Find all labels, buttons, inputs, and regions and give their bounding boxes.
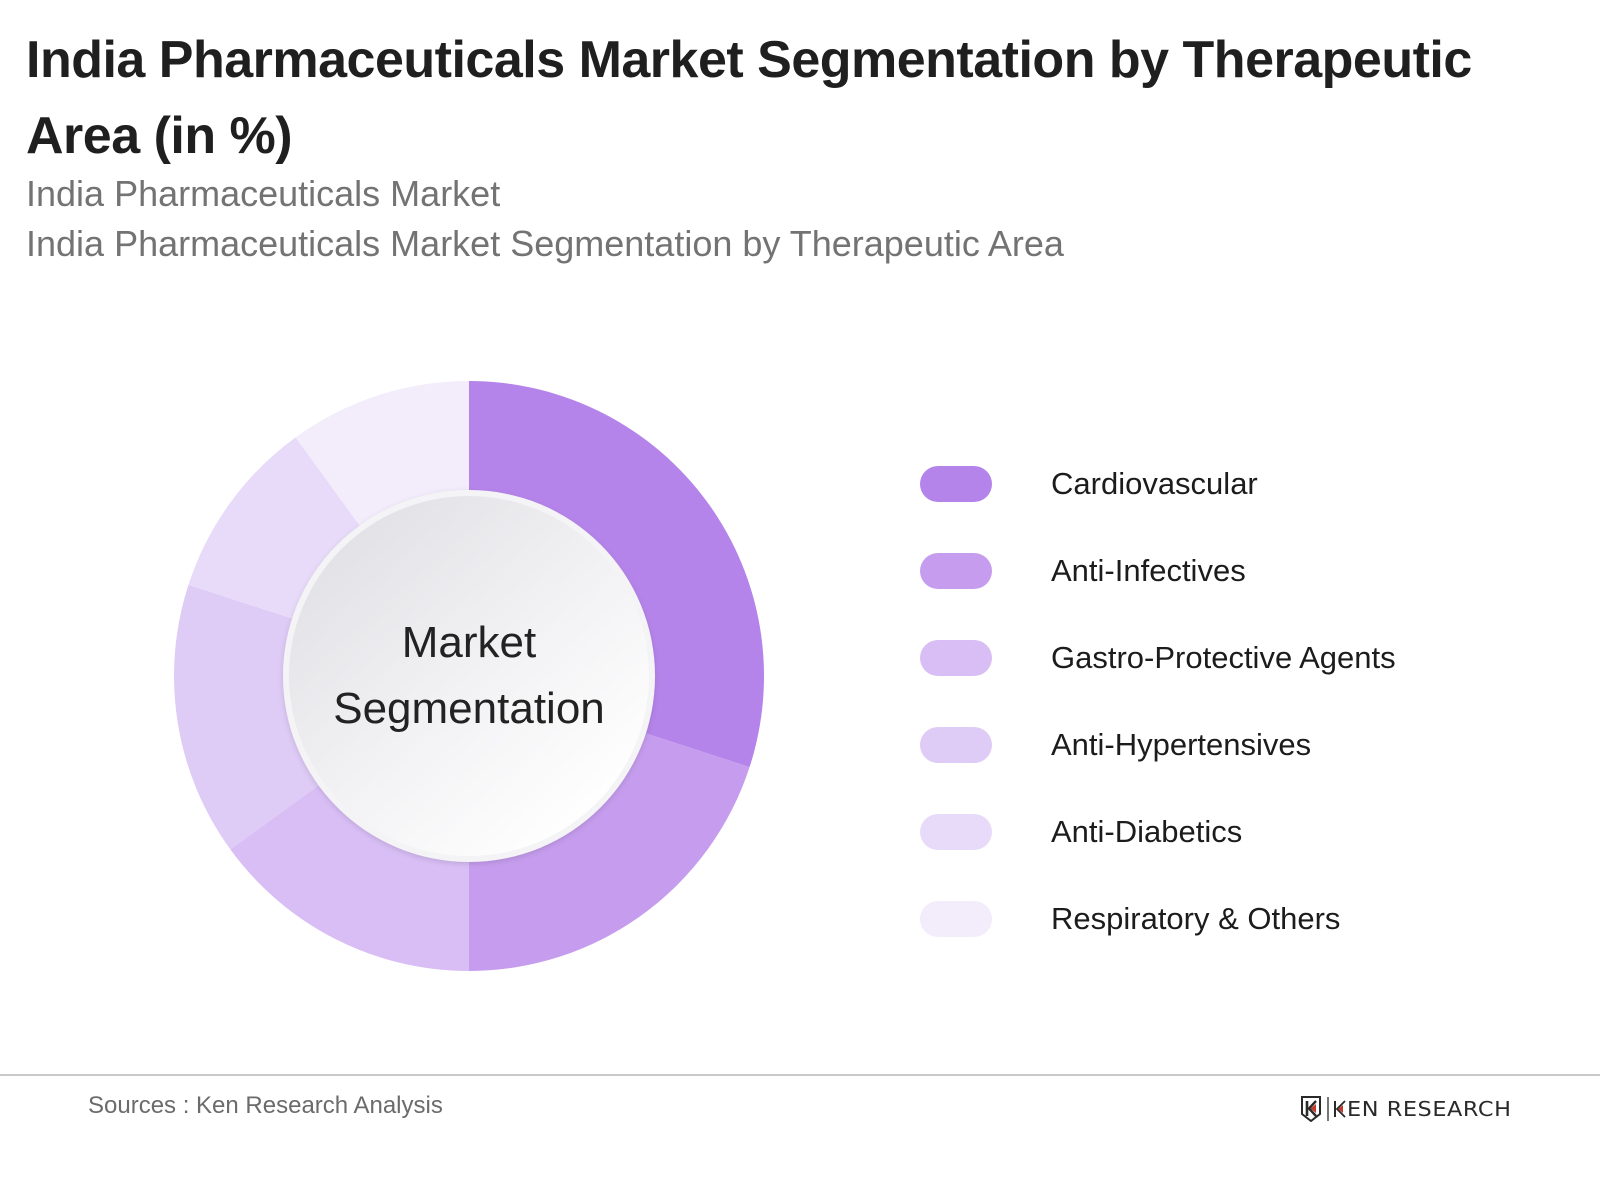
legend-item-anti-diabetics[interactable]: Anti-Diabetics — [920, 814, 1540, 850]
legend-swatch-cardiovascular — [920, 466, 992, 502]
donut-chart: Market Segmentation — [174, 381, 764, 971]
legend-item-respiratory-others[interactable]: Respiratory & Others — [920, 901, 1540, 937]
logo-k-accent-icon — [1333, 1100, 1346, 1118]
legend-swatch-gastro-protective-agents — [920, 640, 992, 676]
legend-swatch-respiratory-others — [920, 901, 992, 937]
legend-label: Respiratory & Others — [1051, 901, 1341, 936]
legend-swatch-anti-infectives — [920, 553, 992, 589]
logo-text: EN RESEARCH — [1346, 1097, 1512, 1121]
legend-item-gastro-protective-agents[interactable]: Gastro-Protective Agents — [920, 640, 1540, 676]
donut-center-disc — [289, 496, 649, 856]
ken-research-logo: EN RESEARCH — [1300, 1094, 1510, 1124]
chart-subtitle-segmentation: India Pharmaceuticals Market Segmentatio… — [26, 223, 1064, 264]
legend-label: Anti-Hypertensives — [1051, 727, 1312, 762]
footer-divider — [0, 1074, 1600, 1076]
ken-research-shield-icon — [1301, 1096, 1321, 1122]
legend-item-anti-infectives[interactable]: Anti-Infectives — [920, 553, 1540, 589]
legend-swatch-anti-hypertensives — [920, 727, 992, 763]
donut-slice-anti-infectives[interactable] — [469, 722, 750, 971]
legend-label: Anti-Diabetics — [1051, 814, 1243, 849]
chart-legend: Cardiovascular Anti-Infectives Gastro-Pr… — [920, 466, 1540, 988]
donut-chart-svg — [174, 381, 764, 971]
sources-note: Sources : Ken Research Analysis — [88, 1092, 443, 1119]
legend-item-cardiovascular[interactable]: Cardiovascular — [920, 466, 1540, 502]
legend-item-anti-hypertensives[interactable]: Anti-Hypertensives — [920, 727, 1540, 763]
legend-label: Anti-Infectives — [1051, 553, 1246, 588]
chart-subtitle-market: India Pharmaceuticals Market — [26, 173, 501, 214]
logo-divider — [1327, 1097, 1329, 1121]
legend-swatch-anti-diabetics — [920, 814, 992, 850]
legend-label: Gastro-Protective Agents — [1051, 640, 1396, 675]
legend-label: Cardiovascular — [1051, 466, 1258, 501]
chart-title: India Pharmaceuticals Market Segmentatio… — [26, 31, 1472, 165]
